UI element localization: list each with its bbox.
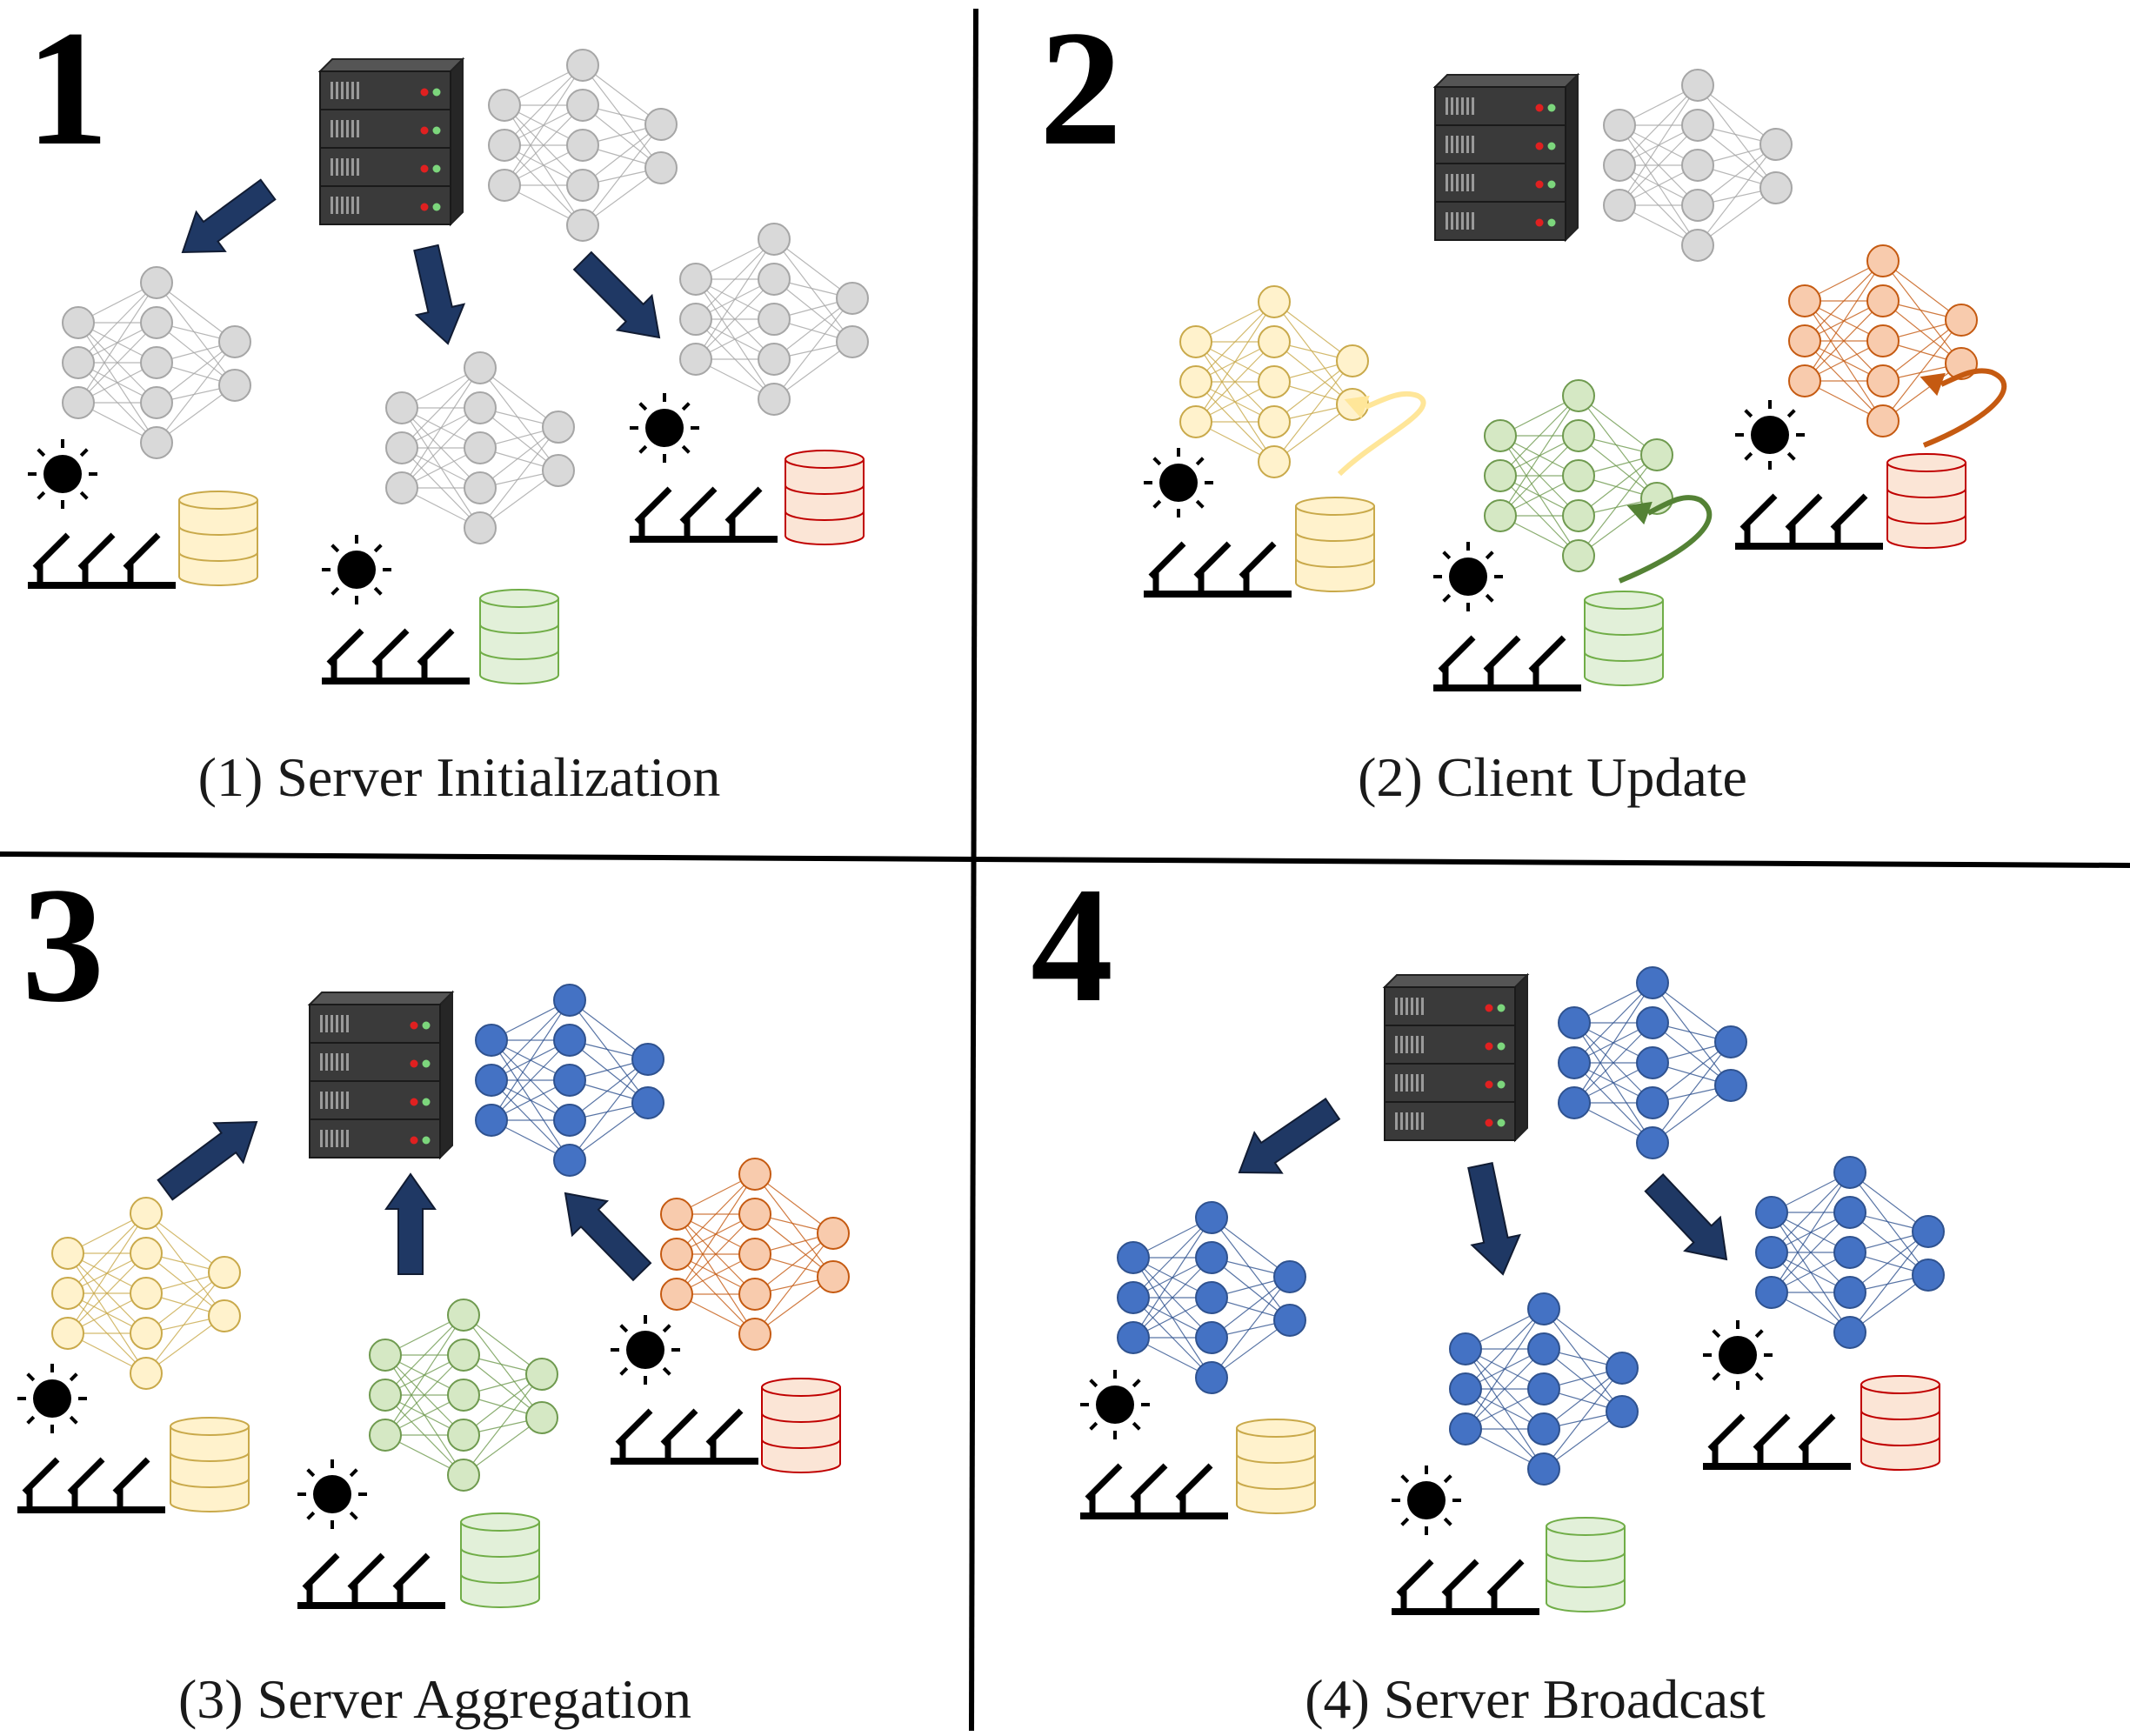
server-icon [1432, 72, 1580, 243]
neural-network-icon [51, 1197, 241, 1390]
database-icon [785, 450, 865, 545]
solar-panel-icon [630, 486, 778, 543]
server-icon [307, 990, 455, 1160]
update-arrow-icon [1337, 391, 1426, 477]
arrow-icon [157, 1120, 258, 1201]
database-icon [1860, 1375, 1940, 1471]
arrow-icon [384, 1172, 437, 1275]
arrow-icon [1238, 1098, 1341, 1174]
solar-panel-icon [1392, 1559, 1539, 1615]
sun-icon [1080, 1370, 1150, 1439]
arrow-icon [1467, 1161, 1521, 1276]
solar-panel-icon [28, 532, 176, 589]
database-icon [460, 1512, 540, 1608]
update-arrow-icon [1618, 495, 1713, 584]
database-icon [1236, 1419, 1316, 1514]
solar-panel-icon [297, 1552, 445, 1609]
solar-panel-icon [1735, 493, 1883, 550]
solar-panel-icon [1144, 541, 1292, 598]
neural-network-icon [369, 1299, 558, 1492]
neural-network-icon [475, 984, 664, 1177]
database-icon [1584, 591, 1664, 686]
sun-icon [297, 1459, 367, 1529]
database-icon [1546, 1517, 1626, 1612]
sun-icon [1144, 448, 1213, 517]
database-icon [170, 1417, 250, 1512]
neural-network-icon [62, 266, 251, 459]
neural-network-icon [488, 49, 678, 242]
neural-network-icon [1117, 1201, 1306, 1394]
panel-1-number: 1 [26, 0, 109, 180]
solar-panel-icon [611, 1408, 758, 1465]
panel-3-caption: (3) Server Aggregation [178, 1668, 691, 1730]
panel-2-number: 2 [1039, 0, 1122, 180]
sun-icon [1392, 1466, 1461, 1535]
vertical-divider [969, 8, 978, 1732]
server-icon [317, 57, 465, 227]
neural-network-icon [1179, 285, 1369, 478]
solar-panel-icon [1080, 1463, 1228, 1519]
update-arrow-icon [1920, 368, 2007, 448]
sun-icon [322, 535, 391, 604]
panel-3-number: 3 [22, 854, 104, 1037]
arrow-icon [181, 178, 277, 254]
sun-icon [1735, 400, 1805, 470]
panel-4-number: 4 [1031, 854, 1113, 1037]
arrow-icon [564, 1192, 652, 1282]
horizontal-divider [0, 851, 2130, 868]
neural-network-icon [1603, 69, 1793, 262]
neural-network-icon [1755, 1156, 1945, 1349]
neural-network-icon [660, 1158, 850, 1351]
arrow-icon [572, 250, 661, 339]
neural-network-icon [1558, 966, 1747, 1159]
database-icon [1886, 453, 1966, 549]
sun-icon [611, 1315, 680, 1385]
sun-icon [28, 439, 97, 509]
neural-network-icon [1788, 244, 1978, 437]
solar-panel-icon [1433, 635, 1581, 691]
solar-panel-icon [322, 628, 470, 684]
arrow-icon [413, 244, 466, 345]
sun-icon [17, 1364, 87, 1433]
arrow-icon [1644, 1172, 1728, 1261]
neural-network-icon [1449, 1292, 1639, 1486]
panel-4-caption: (4) Server Broadcast [1305, 1668, 1766, 1730]
database-icon [479, 589, 559, 684]
neural-network-icon [385, 351, 575, 544]
solar-panel-icon [17, 1457, 165, 1513]
database-icon [761, 1378, 841, 1473]
solar-panel-icon [1703, 1413, 1851, 1470]
neural-network-icon [1484, 379, 1673, 572]
database-icon [1295, 497, 1375, 592]
database-icon [178, 491, 258, 586]
sun-icon [630, 393, 699, 463]
panel-1-caption: (1) Server Initialization [198, 746, 721, 808]
panel-2-caption: (2) Client Update [1358, 746, 1747, 808]
sun-icon [1703, 1320, 1773, 1390]
neural-network-icon [679, 223, 869, 416]
sun-icon [1433, 542, 1503, 611]
server-icon [1382, 972, 1530, 1143]
